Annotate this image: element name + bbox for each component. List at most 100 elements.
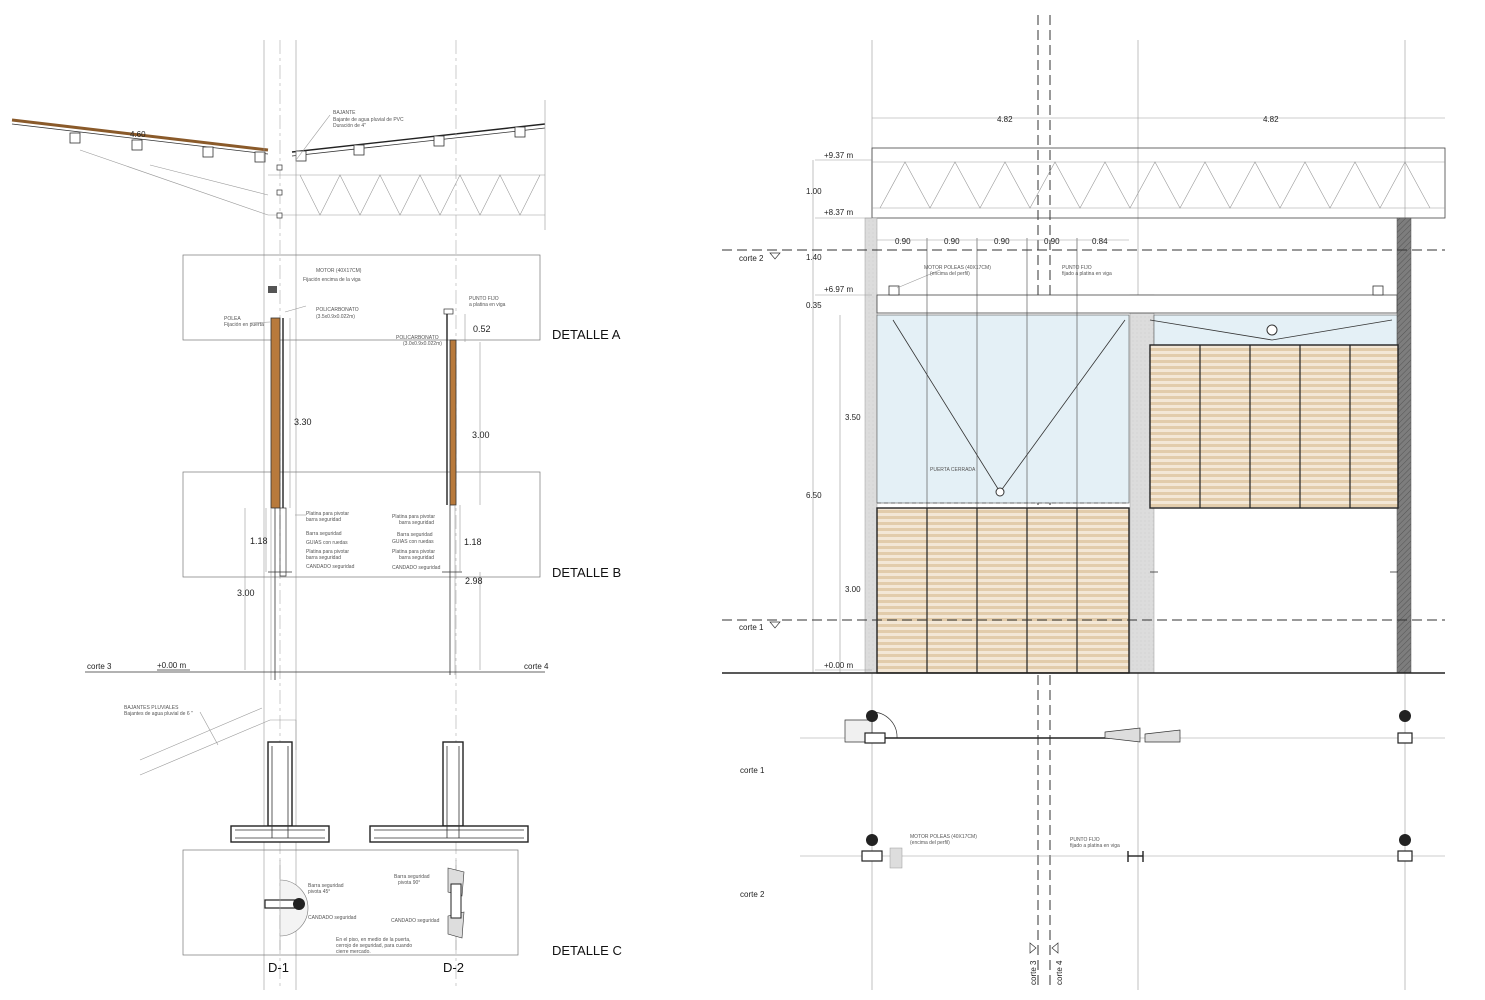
note-c-barra2b: pivota 90° — [398, 880, 420, 886]
plan-corte-1 — [800, 710, 1445, 744]
note-platina-2b: barra seguridad — [306, 555, 341, 561]
dim-d1-330: 3.30 — [294, 417, 312, 427]
right-elevation: 4.82 4.82 MOTOR POLEAS (40X17CM) (encima… — [722, 15, 1446, 990]
level-000: +0.00 m — [824, 661, 853, 670]
dim-d1-300: 3.00 — [237, 588, 255, 598]
note-punto-sub: a platina en viga — [469, 302, 506, 308]
note-platina-1a: Platina para pivotar — [306, 511, 349, 517]
note-r-platina-2b: barra seguridad — [399, 555, 434, 561]
note-c-line-a: En el piso, en medio de la puerta, — [336, 937, 411, 943]
note-r-motor-title: MOTOR POLEAS (40X17CM) — [924, 265, 991, 271]
note-candado-1: CANDADO seguridad — [306, 564, 355, 570]
dim-d2-052: 0.52 — [473, 324, 491, 334]
span-1: 4.82 — [997, 115, 1013, 124]
span-2: 4.82 — [1263, 115, 1279, 124]
dim-d2-118: 1.18 — [464, 537, 482, 547]
note-bajantes-sub: Bajantes de agua pluvial de 6 " — [124, 711, 193, 717]
level-837: +8.37 m — [824, 208, 853, 217]
roof-left: 4.60 — [11, 118, 546, 163]
level-zero-left: +0.00 m — [157, 661, 186, 670]
detail-a-box — [182, 254, 541, 341]
detail-c-label: DETALLE C — [552, 943, 622, 958]
dim-v-300: 3.00 — [845, 585, 861, 594]
label-d1: D-1 — [268, 960, 289, 975]
note-barra-1: Barra seguridad — [306, 531, 342, 537]
roof-dimension: 4.60 — [130, 130, 146, 139]
plan-corte-2 — [800, 834, 1445, 869]
p2-motor-title: MOTOR POLEAS (40X17CM) — [910, 834, 977, 840]
level-697: +6.97 m — [824, 285, 853, 294]
plan-1-label: corte 1 — [740, 766, 765, 775]
note-r-motor-sub: (encima del perfil) — [930, 271, 970, 277]
detail-a-label: DETALLE A — [552, 327, 621, 342]
note-c-candado1: CANDADO seguridad — [308, 915, 357, 921]
corte3-vertical: corte 3 — [1029, 960, 1038, 985]
door-lower-slats — [876, 507, 1130, 674]
note-bajante-line1: Bajante de agua pluvial de PVC — [333, 117, 404, 123]
polycarbonate-open — [876, 314, 1130, 504]
wall-left — [864, 217, 878, 674]
note-bajantes-title: BAJANTES PLUVIALES — [124, 705, 179, 711]
dim-d2-298: 2.98 — [465, 576, 483, 586]
note-r-guias: GUIAS con ruedas — [392, 539, 434, 545]
plan-2-label: corte 2 — [740, 890, 765, 899]
note-polea-title: POLEA — [224, 316, 241, 322]
footing-d2 — [369, 741, 529, 843]
corte3-label: corte 3 — [87, 662, 112, 671]
note-poli2-sub: (3.0x0.9x0.022m) — [403, 341, 442, 347]
note-bajante-title: BAJANTE — [333, 110, 356, 116]
note-motor-title: MOTOR (40X17CM) — [316, 268, 362, 274]
left-section: 4.60 BAJANTE Bajante de agua pluvial de … — [11, 40, 622, 990]
note-r-barra: Barra seguridad — [397, 532, 433, 538]
dim-v-100: 1.00 — [806, 187, 822, 196]
dim-d1-118: 1.18 — [250, 536, 268, 546]
p2-punto-title: PUNTO FIJO — [1070, 837, 1100, 843]
note-puerta-cerrada: PUERTA CERRADA — [930, 467, 976, 473]
note-poli2-title: POLICARBONATO — [396, 335, 439, 341]
cut-2-label: corte 2 — [739, 254, 764, 263]
door-d2 — [442, 308, 462, 675]
dim-h-090d: 0.90 — [1044, 237, 1060, 246]
detail-c-box — [182, 849, 519, 956]
dim-v-140: 1.40 — [806, 253, 822, 262]
note-polea-sub: Fijación en puerta — [224, 322, 264, 328]
wall-right — [1396, 217, 1412, 674]
truss-left — [79, 100, 546, 230]
note-c-candado2: CANDADO seguridad — [391, 918, 440, 924]
p2-punto-sub: fijado a platina en viga — [1070, 843, 1120, 849]
door-d1 — [268, 286, 292, 680]
note-poli1-sub: (3.5x0.9x0.022m) — [316, 314, 355, 320]
note-c-barra1b: pivota 45° — [308, 889, 330, 895]
note-c-line-c: cierre mercado. — [336, 949, 371, 955]
footing-d1 — [230, 741, 330, 843]
dim-h-090b: 0.90 — [944, 237, 960, 246]
cut-1-label: corte 1 — [739, 623, 764, 632]
dim-h-090c: 0.90 — [994, 237, 1010, 246]
p2-motor-sub: (encima del perfil) — [910, 840, 950, 846]
d1-detail-b-notes: Platina para pivotar barra seguridad Bar… — [295, 511, 355, 570]
note-platina-1b: barra seguridad — [306, 517, 341, 523]
note-poli1-title: POLICARBONATO — [316, 307, 359, 313]
note-c-line-b: cerrojo de seguridad, para cuando — [336, 943, 412, 949]
dim-h-090a: 0.90 — [895, 237, 911, 246]
dim-h-084: 0.84 — [1092, 237, 1108, 246]
note-r-punto-sub: fijado a platina en viga — [1062, 271, 1112, 277]
note-motor-sub: Fijación encima de la viga — [303, 277, 361, 283]
note-c-barra1a: Barra seguridad — [308, 883, 344, 889]
note-platina-2a: Platina para pivotar — [306, 549, 349, 555]
note-r-platina-1b: barra seguridad — [399, 520, 434, 526]
dim-v-650: 6.50 — [806, 491, 822, 500]
note-r-platina-1a: Platina para pivotar — [392, 514, 435, 520]
level-937: +9.37 m — [824, 151, 853, 160]
detail-b-label: DETALLE B — [552, 565, 621, 580]
note-guias-1: GUIAS con ruedas — [306, 540, 348, 546]
label-d2: D-2 — [443, 960, 464, 975]
note-punto-title: PUNTO FIJO — [469, 296, 499, 302]
note-bajante-line2: Duración de 4" — [333, 123, 366, 129]
note-r-candado: CANDADO seguridad — [392, 565, 441, 571]
detail-c-d1-plan — [264, 860, 309, 950]
note-c-barra2a: Barra seguridad — [394, 874, 430, 880]
detail-b-box — [182, 471, 541, 578]
door-raised-slats — [1149, 344, 1399, 509]
dim-v-035: 0.35 — [806, 301, 822, 310]
